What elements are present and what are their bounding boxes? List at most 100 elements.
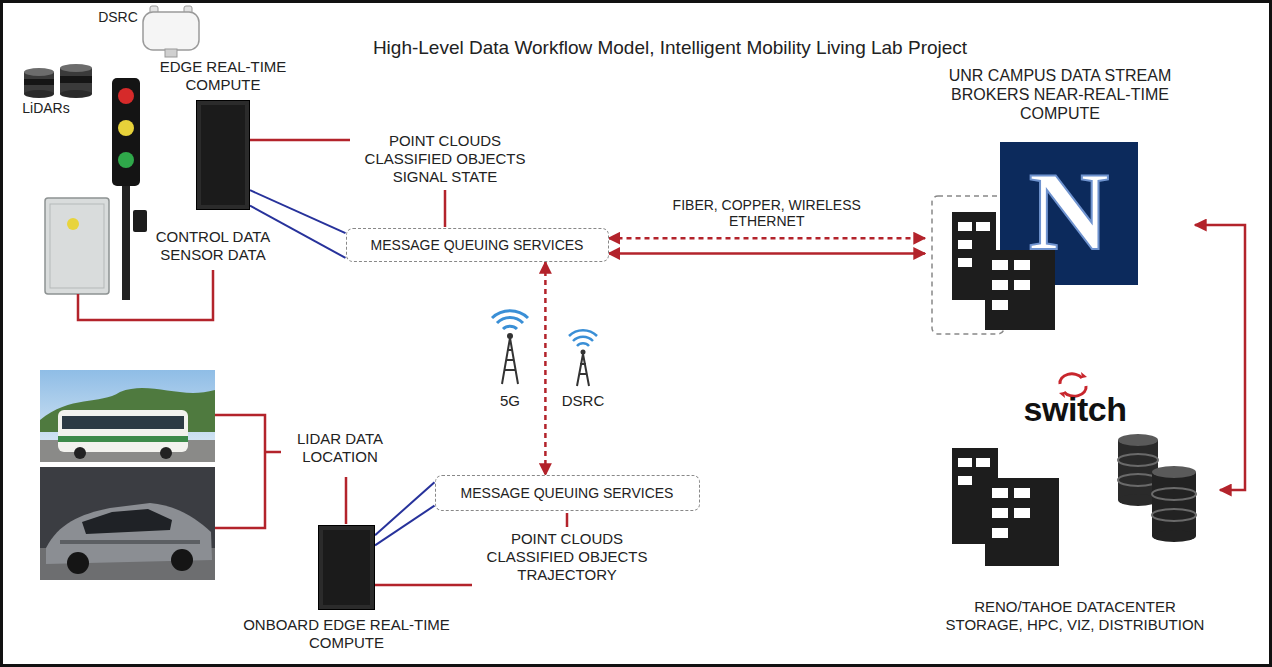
- signal-cabinet: [45, 198, 109, 294]
- campus-servers: [1000, 142, 1138, 285]
- campus-servers: [958, 240, 972, 249]
- data-lead: [250, 139, 350, 142]
- datacenter-servers: [958, 458, 972, 467]
- bus-photo: [40, 370, 215, 462]
- device-label: LiDARs: [11, 100, 81, 117]
- data-label: LIDAR DATA LOCATION: [286, 430, 394, 466]
- datacenter-servers: [1014, 488, 1030, 498]
- datacenter-servers: [1152, 472, 1196, 536]
- data-lead: [444, 190, 447, 227]
- car-photo: [60, 540, 200, 544]
- data-label: CONTROL DATA SENSOR DATA: [149, 228, 277, 264]
- datacenter-servers: [992, 508, 1008, 518]
- network-label: DSRC: [557, 392, 609, 410]
- cell-tower: [492, 311, 528, 384]
- car-photo: [40, 467, 215, 580]
- connector: [375, 506, 435, 546]
- dsrc-tower: [577, 354, 589, 386]
- diagram-title: High-Level Data Workflow Model, Intellig…: [170, 37, 1170, 60]
- datacenter-servers: [1014, 508, 1030, 518]
- bus-photo: [62, 416, 184, 429]
- node-heading: switch: [1024, 390, 1127, 428]
- campus-servers: [1014, 260, 1030, 270]
- datacenter-servers: [1081, 372, 1087, 378]
- data-lead: [375, 584, 472, 587]
- car-photo: [67, 552, 89, 574]
- cell-tower: [507, 333, 513, 339]
- node-heading: ONBOARD EDGE REAL-TIME COMPUTE: [239, 616, 454, 652]
- datacenter-servers: [958, 476, 972, 485]
- lidar-sensor: [60, 76, 92, 83]
- signal-cabinet: [67, 218, 79, 230]
- data-label: POINT CLOUDS CLASSIFIED OBJECTS TRAJECTO…: [480, 530, 655, 584]
- lidar-sensor: [24, 64, 92, 98]
- compute-unit: EDGE REAL-TIME COMPUTE: [196, 100, 250, 210]
- connector: [609, 237, 926, 240]
- datacenter-servers: [1118, 434, 1158, 446]
- traffic-signal: [118, 120, 134, 136]
- lidar-sensor: [60, 90, 92, 98]
- dsrc-unit: [143, 6, 199, 57]
- cell-tower: [502, 338, 518, 384]
- dsrc-tower: [569, 330, 597, 386]
- datacenter: switchRENO/TAHOE DATACENTER STORAGE, HPC…: [930, 378, 1220, 640]
- campus-servers: [992, 300, 1008, 310]
- traffic-signal: [118, 152, 134, 168]
- car-photo: [171, 549, 193, 571]
- campus-servers: [932, 142, 1138, 334]
- datacenter-servers: [985, 478, 1059, 566]
- datacenter-servers: [1152, 530, 1196, 542]
- bus-photo: [40, 370, 215, 462]
- connector: [1195, 225, 1245, 490]
- dsrc-tower: [581, 350, 586, 355]
- node-heading: MESSAGE QUEUING SERVICES: [461, 485, 674, 502]
- campus-servers: [976, 222, 990, 231]
- device-label: DSRC: [93, 9, 143, 26]
- datacenter-servers: [1152, 488, 1196, 500]
- node-heading: MESSAGE QUEUING SERVICES: [371, 237, 584, 254]
- bus-photo: [58, 410, 188, 452]
- campus-servers: [958, 258, 972, 267]
- queue-box: MESSAGE QUEUING SERVICES: [435, 475, 700, 511]
- lidar-sensor: [24, 90, 54, 98]
- campus-servers: [1014, 280, 1030, 290]
- connector: [250, 190, 346, 233]
- cell-tower: [492, 311, 528, 329]
- bus-photo: [160, 447, 172, 459]
- campus-servers: [992, 260, 1008, 270]
- traffic-signal: [112, 78, 140, 186]
- data-lead: [78, 270, 213, 320]
- connector: [544, 262, 547, 475]
- signal-cabinet: [45, 198, 109, 294]
- data-lead: [265, 451, 281, 454]
- datacenter-servers: [1152, 509, 1196, 521]
- node-heading: UNR CAMPUS DATA STREAM BROKERS NEAR-REAL…: [930, 66, 1190, 124]
- campus-servers: [992, 280, 1008, 290]
- datacenter-servers: [1118, 454, 1158, 466]
- car-photo: [40, 467, 215, 580]
- car-photo: [82, 509, 172, 534]
- signal-cabinet: [50, 204, 104, 288]
- datacenter-servers: [992, 528, 1008, 538]
- data-lead: [345, 477, 348, 524]
- dsrc-tower: [569, 330, 597, 346]
- data-label: POINT CLOUDS CLASSIFIED OBJECTS SIGNAL S…: [358, 132, 533, 186]
- connector: [375, 482, 435, 535]
- datacenter-servers: [976, 458, 990, 467]
- traffic-signal: [133, 210, 147, 232]
- data-lead: [78, 140, 567, 585]
- data-lead: [215, 415, 265, 528]
- bus-photo: [58, 436, 188, 442]
- link-label: FIBER, COPPER, WIRELESS ETHERNET: [649, 197, 885, 231]
- lidar-sensor: [60, 64, 92, 72]
- data-lead: [566, 513, 569, 527]
- campus-servers: [958, 222, 972, 231]
- bus-photo: [74, 447, 86, 459]
- lidar-sensor: [24, 79, 54, 85]
- traffic-signal: [112, 78, 147, 300]
- compute-unit: ONBOARD EDGE REAL-TIME COMPUTE: [318, 525, 375, 610]
- node-heading: EDGE REAL-TIME COMPUTE: [138, 58, 308, 94]
- traffic-signal: [118, 88, 134, 104]
